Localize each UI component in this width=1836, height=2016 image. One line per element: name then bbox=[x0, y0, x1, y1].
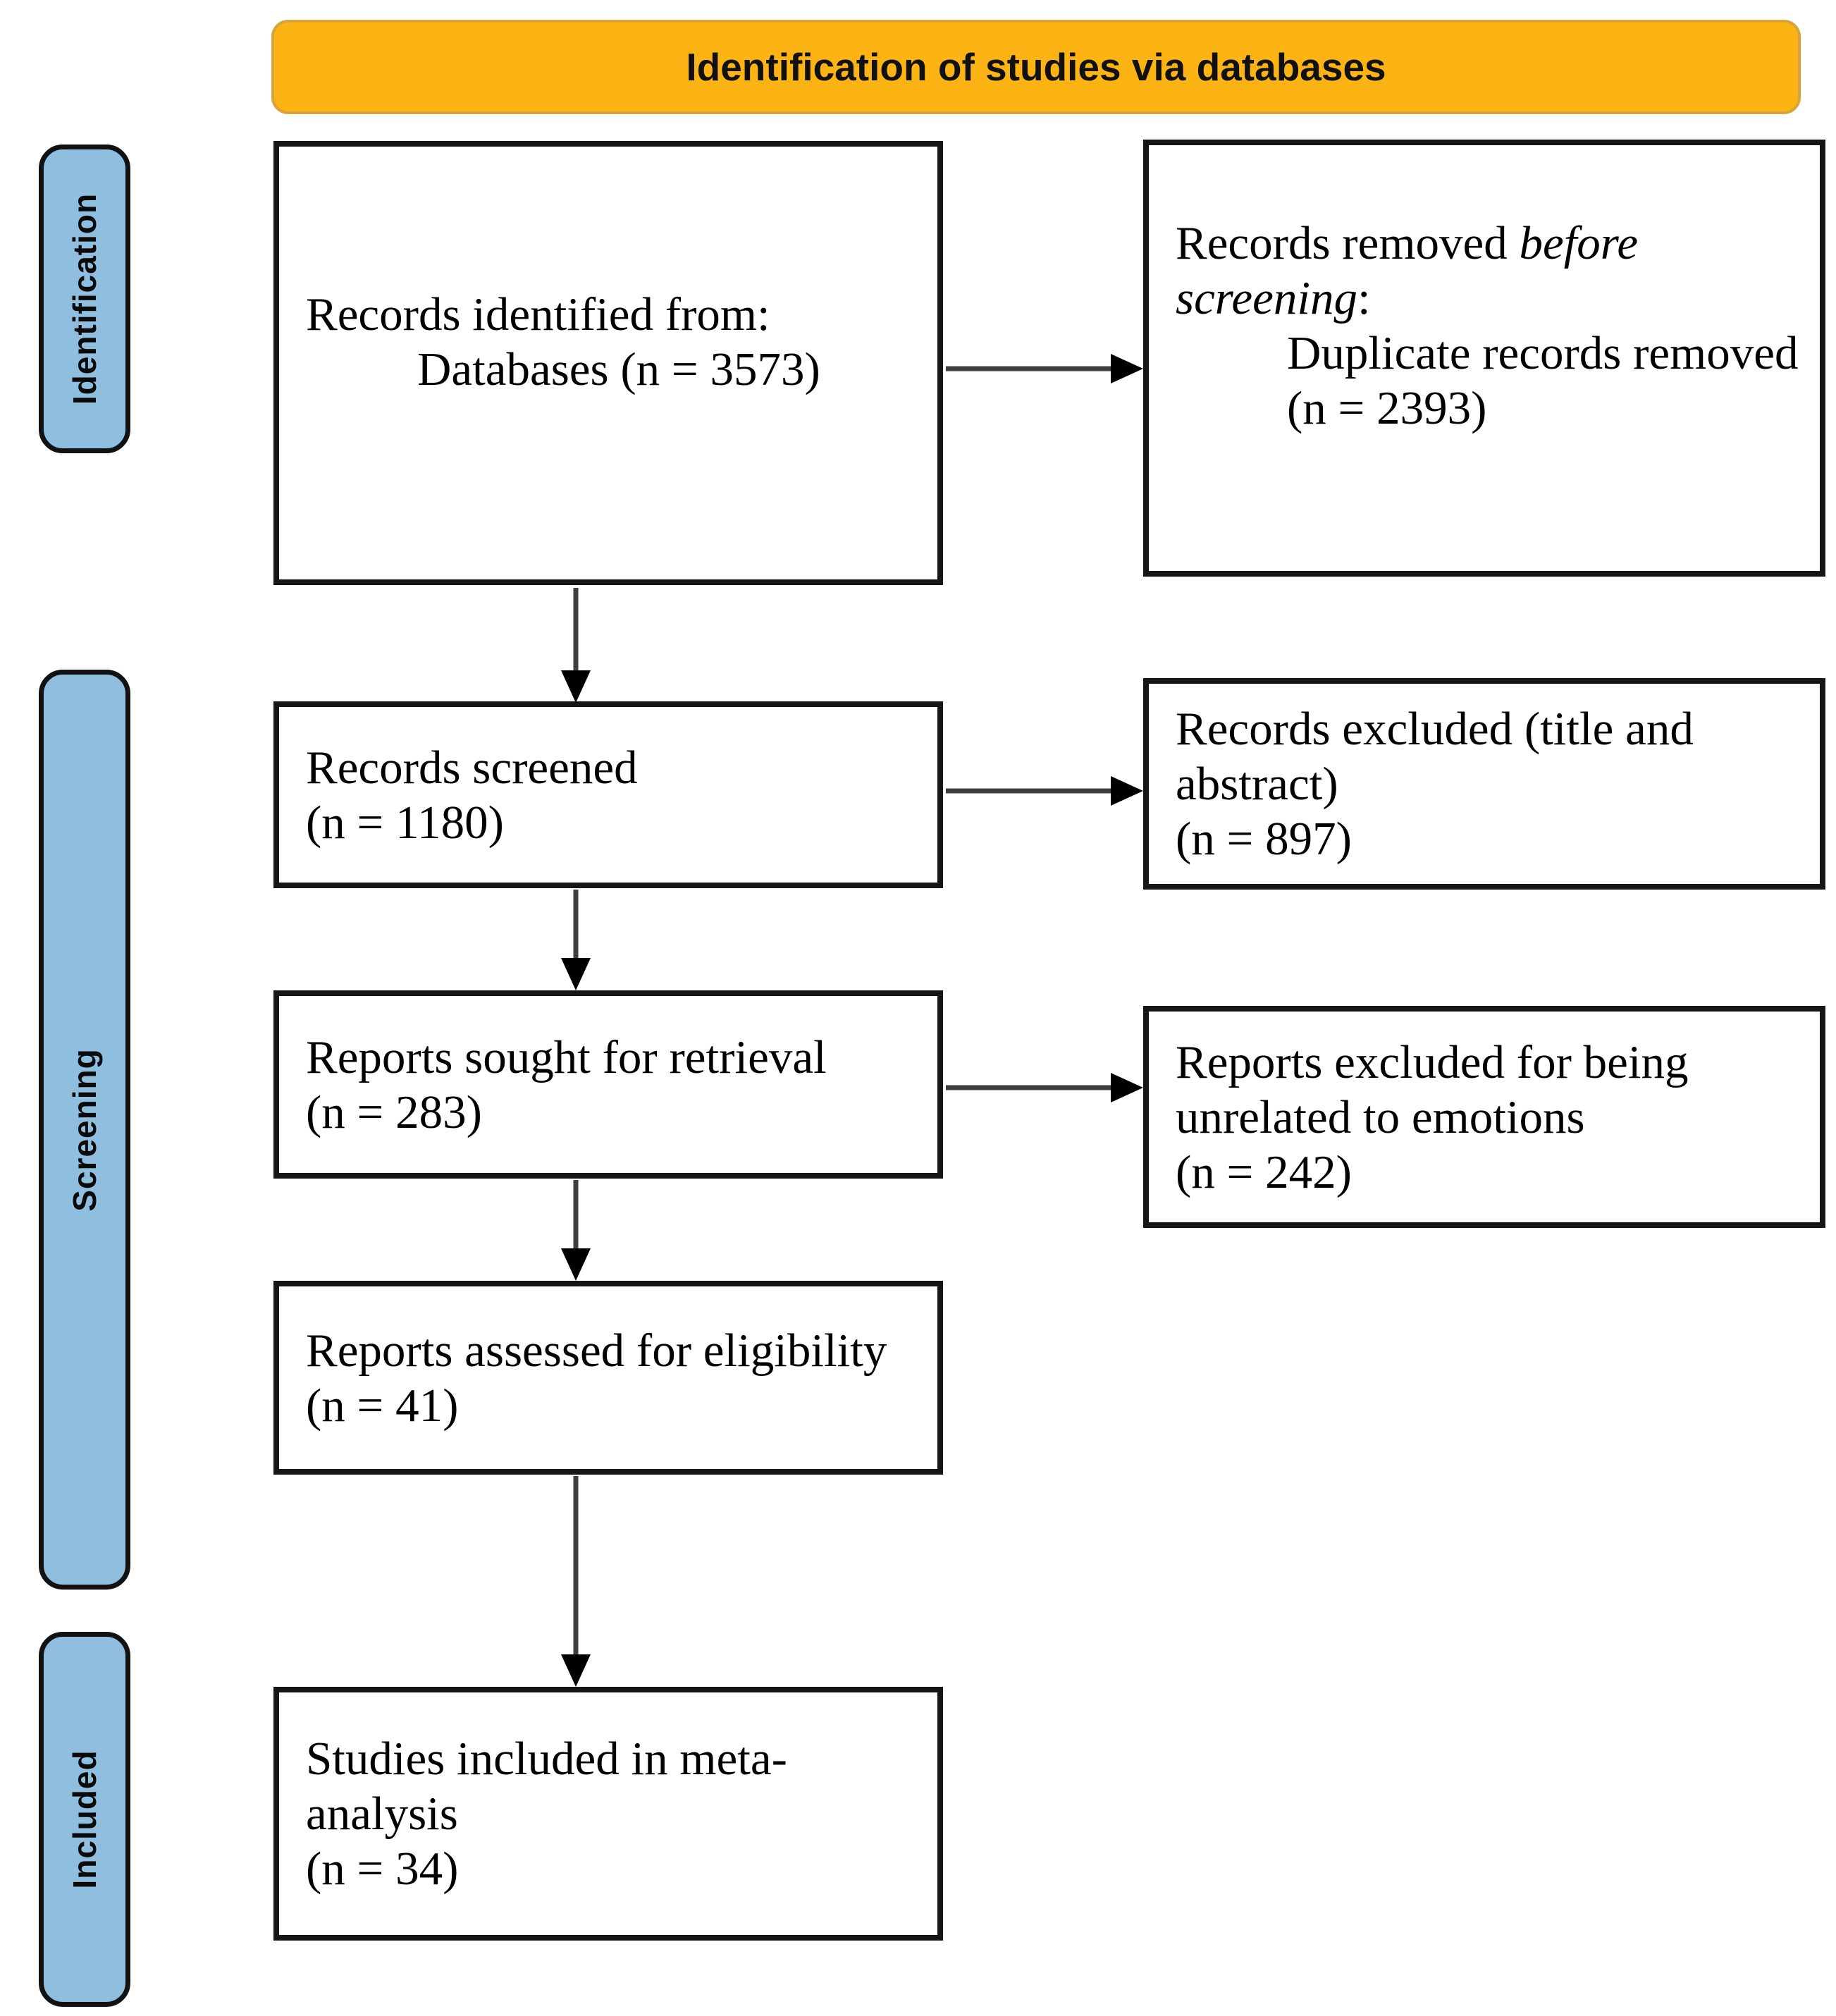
flow-box-text-line: analysis bbox=[306, 1788, 458, 1840]
arrow-screened-to-sought bbox=[561, 890, 591, 990]
flow-box-text-line: Records screened bbox=[306, 741, 638, 794]
arrow-identified-to-removed bbox=[946, 354, 1143, 383]
arrow-assessed-to-included bbox=[561, 1476, 591, 1687]
flow-box-text-line: (n = 283) bbox=[306, 1086, 482, 1138]
stage-label-included: Included bbox=[66, 1750, 103, 1889]
sidebar-stage-included: Included bbox=[39, 1632, 130, 2007]
arrow-identified-to-screened bbox=[561, 588, 591, 703]
flow-box-text-line: Duplicate records removed bbox=[1287, 326, 1799, 379]
flow-box-text-line: (n = 1180) bbox=[306, 796, 504, 849]
flow-box-text-line: Reports sought for retrieval bbox=[306, 1031, 827, 1083]
flow-box-studies-included: Studies included in meta-analysis(n = 34… bbox=[273, 1687, 943, 1941]
sidebar-stage-identification: Identification bbox=[39, 145, 130, 453]
flow-box-text-line: Records removed before bbox=[1176, 216, 1639, 269]
sidebar-stage-screening: Screening bbox=[39, 670, 130, 1590]
arrow-screened-to-excluded bbox=[946, 776, 1143, 806]
flow-box-text-line: Reports excluded for being bbox=[1176, 1035, 1689, 1088]
arrow-sought-to-excluded bbox=[946, 1073, 1143, 1102]
flow-box-text-line: Records excluded (title and bbox=[1176, 703, 1694, 755]
arrow-sought-to-assessed bbox=[561, 1180, 591, 1281]
flow-box-reports-assessed: Reports assessed for eligibility(n = 41) bbox=[273, 1281, 943, 1475]
flow-box-text-line: abstract) bbox=[1176, 758, 1338, 810]
flow-box-text-line: Records identified from: bbox=[306, 288, 770, 340]
flow-box-text-line: (n = 2393) bbox=[1287, 381, 1487, 434]
flow-box-text-line: screening: bbox=[1176, 271, 1371, 324]
flow-box-text-line: Reports assessed for eligibility bbox=[306, 1324, 887, 1377]
flow-box-reports-sought: Reports sought for retrieval(n = 283) bbox=[273, 990, 943, 1179]
flow-box-text-line: Studies included in meta- bbox=[306, 1733, 787, 1785]
flow-box-text-line: Databases (n = 3573) bbox=[417, 343, 820, 395]
header-banner: Identification of studies via databases bbox=[271, 20, 1801, 114]
header-title: Identification of studies via databases bbox=[686, 45, 1386, 89]
flow-box-text-line: (n = 34) bbox=[306, 1843, 459, 1895]
flow-box-records-screened: Records screened(n = 1180) bbox=[273, 701, 943, 888]
flow-box-text-line: (n = 41) bbox=[306, 1379, 459, 1432]
flow-box-text-line: unrelated to emotions bbox=[1176, 1090, 1585, 1143]
flow-box-text-line: (n = 897) bbox=[1176, 813, 1352, 865]
stage-label-identification: Identification bbox=[66, 192, 103, 405]
flow-box-records-identified: Records identified from:Databases (n = 3… bbox=[273, 141, 943, 585]
flow-box-text-line: (n = 242) bbox=[1176, 1145, 1352, 1198]
stage-label-screening: Screening bbox=[66, 1047, 103, 1212]
